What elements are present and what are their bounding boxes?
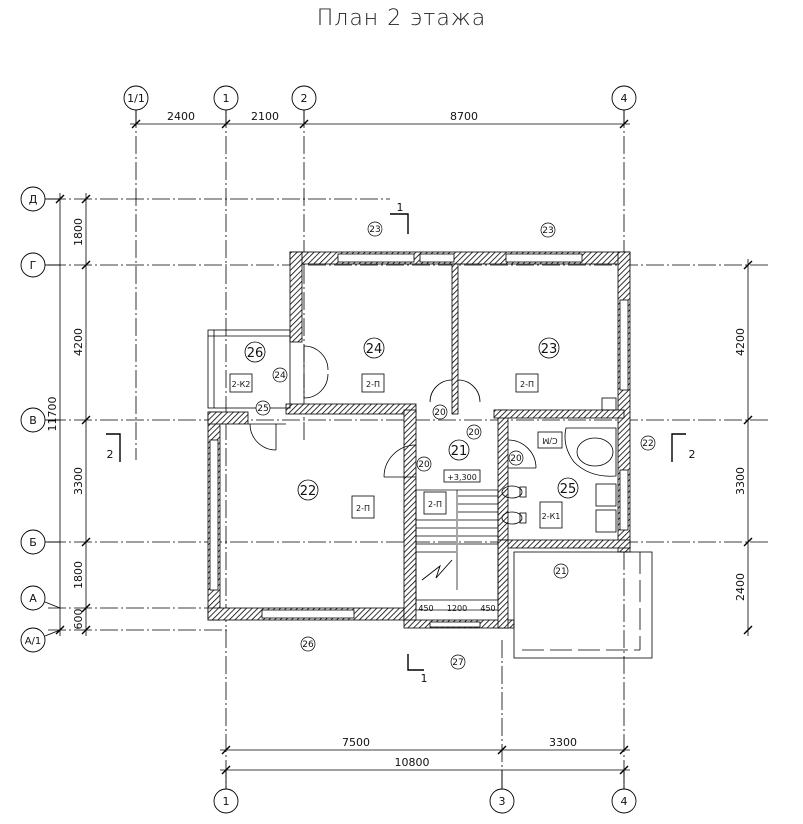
- stair-dim-2: 1200: [447, 604, 467, 613]
- room-22-code: 2-П: [356, 504, 370, 513]
- stairs: [415, 489, 499, 611]
- dimension-lines: [55, 119, 753, 775]
- section-mark-2-right: 2: [689, 448, 696, 461]
- bath-fixtures: [501, 397, 617, 533]
- section-mark-1-top: 1: [397, 201, 404, 214]
- tag-25: 25: [257, 404, 268, 414]
- section-mark-1-bottom: 1: [421, 672, 428, 685]
- room-23-number: 23: [541, 342, 558, 357]
- doors: [248, 345, 537, 478]
- room-23-code: 2-П: [520, 380, 534, 389]
- room-26-number: 26: [247, 346, 264, 361]
- axis-label-bottom-1: 1: [223, 795, 230, 808]
- washing-machine-label: С/М: [542, 436, 557, 445]
- tag-20-b: 20: [468, 428, 480, 438]
- dim-top-2: 2100: [251, 110, 279, 123]
- tag-26: 26: [302, 640, 314, 650]
- level-mark: +3,300: [447, 473, 477, 482]
- room-25-number: 25: [560, 482, 577, 497]
- dim-left-4: 1800: [72, 561, 85, 589]
- axis-label-d: Д: [29, 193, 38, 206]
- tag-24: 24: [274, 371, 286, 381]
- room-24-number: 24: [366, 342, 383, 357]
- axis-label-v: В: [29, 414, 37, 427]
- tag-23-a: 23: [369, 225, 380, 235]
- dim-left-1: 1800: [72, 218, 85, 246]
- axis-label-2: 2: [301, 92, 308, 105]
- axis-label-g: Г: [30, 259, 37, 272]
- axis-label-4: 4: [621, 92, 628, 105]
- room-25-code: 2-К1: [542, 512, 561, 521]
- tag-20-a: 20: [434, 408, 446, 418]
- level-mark-box: [443, 469, 481, 483]
- dim-left-3: 3300: [72, 467, 85, 495]
- stair-dim-3: 450: [480, 604, 495, 613]
- section-mark-2-left: 2: [107, 448, 114, 461]
- tag-20-d: 20: [510, 454, 522, 464]
- axis-label-b: Б: [29, 536, 37, 549]
- tag-23-b: 23: [542, 226, 553, 236]
- room-26-outline: [207, 329, 291, 409]
- dim-right-2: 3300: [734, 467, 747, 495]
- tag-27: 27: [452, 658, 463, 668]
- dim-top-1: 2400: [167, 110, 195, 123]
- section-lines: [106, 213, 686, 671]
- axis-label-1-1: 1/1: [127, 92, 145, 105]
- dim-left-2: 4200: [72, 328, 85, 356]
- balcony: [513, 551, 653, 659]
- axis-label-a: А: [29, 592, 37, 605]
- dim-top-3: 8700: [450, 110, 478, 123]
- axis-label-a1: А/1: [25, 636, 42, 647]
- room-bubbles: [244, 337, 579, 501]
- small-tags: [255, 221, 656, 670]
- dim-right-1: 4200: [734, 328, 747, 356]
- tag-21: 21: [555, 567, 566, 577]
- dim-left-total: 11700: [46, 397, 59, 432]
- page-title: План 2 этажа: [316, 6, 487, 31]
- axis-label-bottom-4: 4: [621, 795, 628, 808]
- room-21-number: 21: [451, 444, 468, 459]
- tag-20-c: 20: [418, 460, 430, 470]
- axis-label-1: 1: [223, 92, 230, 105]
- tag-22: 22: [642, 439, 653, 449]
- dim-bottom-total: 10800: [395, 756, 430, 769]
- room-24-code: 2-П: [366, 380, 380, 389]
- dim-bottom-1: 7500: [342, 736, 370, 749]
- room-22-number: 22: [300, 484, 317, 499]
- dim-right-3: 2400: [734, 573, 747, 601]
- room-26-code: 2-К2: [232, 380, 251, 389]
- dim-left-5: 600: [72, 609, 85, 630]
- stair-dim-1: 450: [418, 604, 433, 613]
- dim-bottom-2: 3300: [549, 736, 577, 749]
- axis-bubbles: [20, 85, 637, 814]
- windows: [209, 253, 629, 628]
- room-21-code: 2-П: [428, 500, 442, 509]
- axis-label-bottom-3: 3: [499, 795, 506, 808]
- room-code-boxes: [229, 373, 563, 529]
